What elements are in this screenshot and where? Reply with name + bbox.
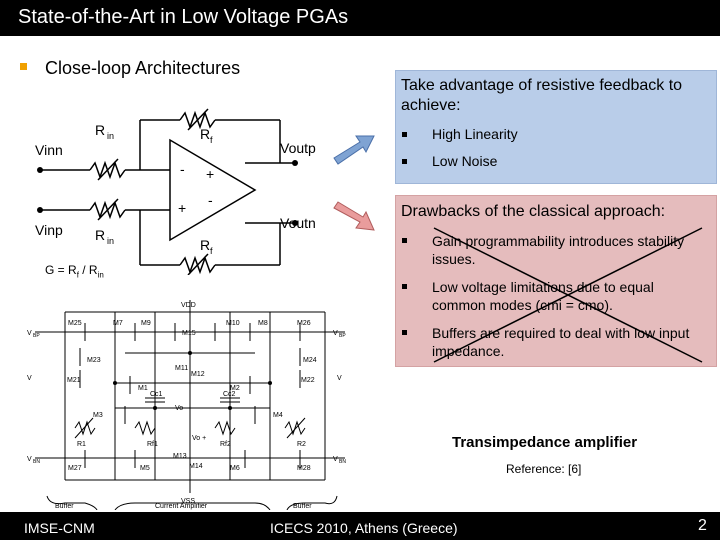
label-vbn-left-sub: BN	[33, 459, 40, 465]
footer-conference: ICECS 2010, Athens (Greece)	[270, 520, 458, 536]
svg-text:M10: M10	[226, 320, 240, 327]
svg-text:M13: M13	[173, 453, 187, 460]
label-voutp: Voutp	[280, 140, 316, 156]
page-number: 2	[698, 517, 707, 534]
label-vbp-left-sub: BP	[33, 333, 40, 339]
svg-text:M5: M5	[140, 465, 150, 472]
slide-title: State-of-the-Art in Low Voltage PGAs	[18, 6, 349, 28]
opamp-schematic: Vinn Vinp Voutp Voutn R in R f R in R f …	[35, 108, 316, 275]
label-vbp-right-sub: BP	[339, 333, 346, 339]
label-rin-bot: R	[95, 227, 105, 243]
svg-text:M21: M21	[67, 377, 81, 384]
label-vo-minus: Vo -	[175, 405, 188, 412]
svg-text:M28: M28	[297, 465, 311, 472]
advantages-heading: Take advantage of resistive feedback to …	[401, 77, 683, 114]
res-rf1: Rf1	[147, 441, 158, 448]
res-rf2: Rf2	[220, 441, 231, 448]
opamp-plus-right: +	[206, 166, 214, 182]
bullet-icon	[402, 284, 407, 289]
opamp-plus-left: +	[178, 200, 186, 216]
label-voutn: Voutn	[280, 215, 316, 231]
reference-label: Reference: [6]	[506, 462, 582, 476]
drawback-item: Gain programmability introduces stabilit…	[432, 233, 685, 267]
drawback-item: Buffers are required to deal with low in…	[432, 325, 690, 359]
label-buffer-right: Buffer	[293, 503, 312, 510]
footer-institution: IMSE-CNM	[24, 520, 95, 536]
svg-text:M27: M27	[68, 465, 82, 472]
res-r1: R1	[77, 441, 86, 448]
label-vinn: Vinn	[35, 142, 63, 158]
opamp-minus-left: -	[180, 161, 185, 177]
section-bullet-icon	[20, 63, 27, 70]
label-rf-bot-sub: f	[210, 246, 213, 256]
transistor-labels: M25 M7 M9 M15 M10 M8 M26 M23 M21 M11 M12…	[67, 320, 317, 472]
bullet-icon	[402, 159, 407, 164]
svg-text:M11: M11	[175, 365, 188, 372]
section-label: Close-loop Architectures	[45, 58, 241, 78]
label-rin-top: R	[95, 122, 105, 138]
svg-text:M7: M7	[113, 320, 123, 327]
drawback-item: Low voltage limitations due to equal com…	[432, 279, 654, 313]
svg-text:M12: M12	[191, 371, 205, 378]
red-arrow-icon	[333, 201, 375, 231]
svg-text:M14: M14	[189, 463, 203, 470]
drawbacks-panel: Drawbacks of the classical approach: Gai…	[395, 195, 717, 367]
svg-text:M9: M9	[141, 320, 151, 327]
label-vdd: VDD	[181, 302, 196, 309]
circuit-caption: Transimpedance amplifier	[452, 434, 638, 451]
label-buffer-left: Buffer	[55, 503, 74, 510]
svg-text:M22: M22	[301, 377, 315, 384]
cap-cc2: Cc2	[223, 391, 236, 398]
strike-cross	[433, 227, 703, 363]
bullet-icon	[402, 132, 407, 137]
svg-text:M24: M24	[303, 357, 317, 364]
svg-text:M1: M1	[138, 385, 148, 392]
bullet-icon	[402, 238, 407, 243]
label-vo-plus: Vo +	[192, 435, 206, 442]
label-vbn-left: V	[27, 456, 32, 463]
label-vi-minus: V	[337, 375, 342, 382]
svg-text:M3: M3	[93, 412, 103, 419]
svg-text:M4: M4	[273, 412, 283, 419]
svg-text:M15: M15	[182, 330, 196, 337]
label-rf-top: R	[200, 126, 210, 142]
label-rin-top-sub: in	[107, 131, 114, 141]
advantages-panel: Take advantage of resistive feedback to …	[395, 70, 717, 184]
svg-text:M23: M23	[87, 357, 101, 364]
cap-cc1: Cc1	[150, 391, 163, 398]
label-vinp: Vinp	[35, 222, 63, 238]
svg-text:M2: M2	[230, 385, 240, 392]
title-bar: State-of-the-Art in Low Voltage PGAs	[0, 0, 720, 36]
label-rin-bot-sub: in	[107, 236, 114, 246]
advantage-item: High Linearity	[432, 126, 518, 142]
label-vbn-right-sub: BN	[339, 459, 346, 465]
label-vi-plus: V	[27, 375, 32, 382]
advantage-item: Low Noise	[432, 153, 498, 169]
label-rf-bot: R	[200, 237, 210, 253]
label-vss: VSS	[181, 498, 195, 505]
transimpedance-circuit: M25 M7 M9 M15 M10 M8 M26 M23 M21 M11 M12…	[27, 300, 346, 510]
blue-arrow-icon	[333, 135, 375, 165]
gain-formula: G = Rf / Rin	[45, 263, 104, 280]
svg-text:M6: M6	[230, 465, 240, 472]
label-rf-top-sub: f	[210, 135, 213, 145]
label-vbp-right: V	[333, 330, 338, 337]
bullet-icon	[402, 330, 407, 335]
opamp-triangle	[169, 138, 257, 242]
drawbacks-heading: Drawbacks of the classical approach:	[401, 203, 666, 220]
opamp-minus-right: -	[208, 192, 213, 208]
label-vbp-left: V	[27, 330, 32, 337]
svg-text:M8: M8	[258, 320, 268, 327]
svg-text:M26: M26	[297, 320, 311, 327]
footer-bar: IMSE-CNM ICECS 2010, Athens (Greece) 2	[0, 512, 720, 540]
svg-text:M25: M25	[68, 320, 82, 327]
label-current-amp: Current Amplifier	[155, 503, 208, 510]
label-vbn-right: V	[333, 456, 338, 463]
res-r2: R2	[297, 441, 306, 448]
